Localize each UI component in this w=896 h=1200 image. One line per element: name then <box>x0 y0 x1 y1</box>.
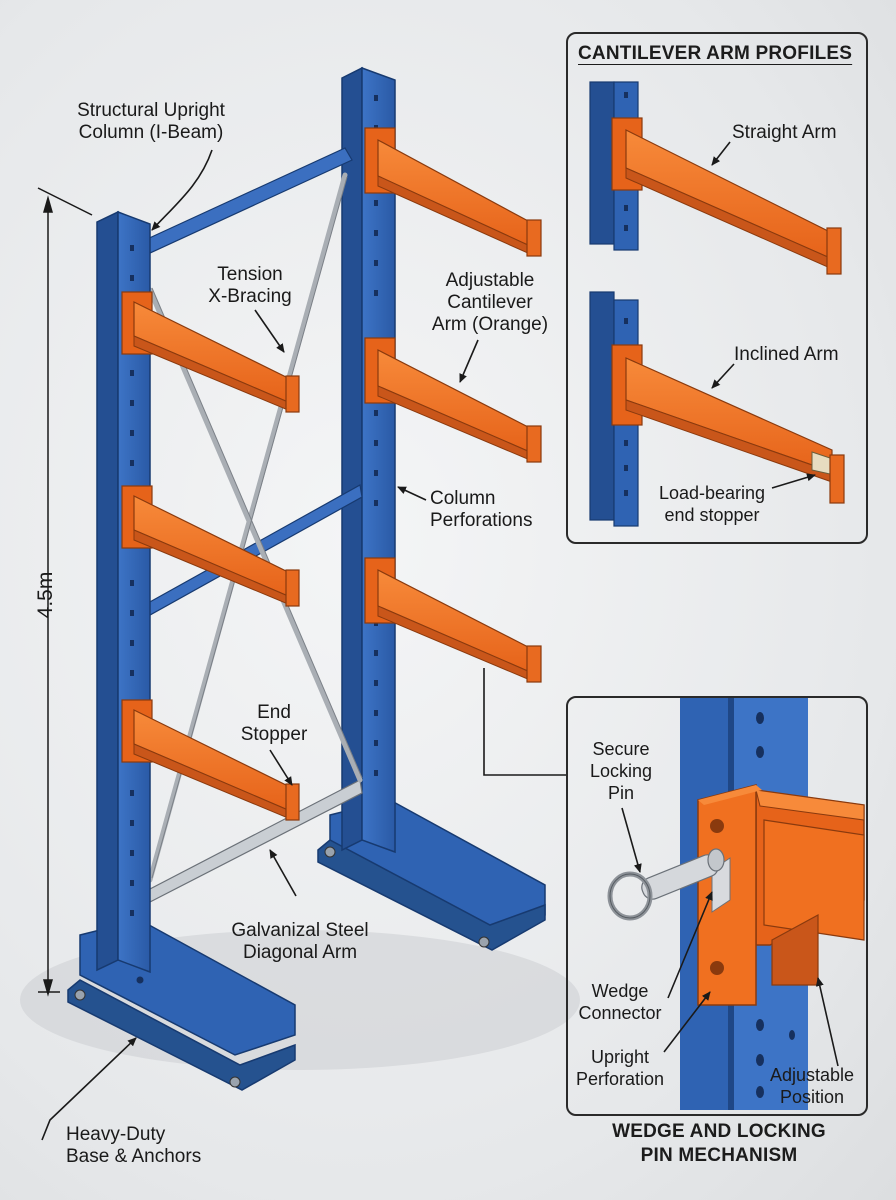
label-straight-arm: Straight Arm <box>732 122 837 143</box>
label-upright: Structural Upright Column (I-Beam) <box>77 100 225 143</box>
label-wedge-connector: Wedge Connector <box>578 981 662 1023</box>
arm-profiles-title: CANTILEVER ARM PROFILES <box>578 43 853 64</box>
back-arms <box>364 127 542 683</box>
label-upright-perforation: Upright Perforation <box>575 1047 665 1089</box>
label-inclined-arm: Inclined Arm <box>734 344 839 365</box>
arm-profiles-panel <box>566 32 868 544</box>
height-dimension <box>37 187 93 997</box>
straight-arm-drawing <box>589 81 842 275</box>
front-arms <box>121 291 300 821</box>
label-adjustable-position: Adjustable Position <box>769 1065 855 1107</box>
label-perforations: Column Perforations <box>430 488 533 531</box>
label-bracing: Tension X-Bracing <box>208 264 292 307</box>
detail-panel <box>566 696 868 1116</box>
front-upright <box>96 210 151 974</box>
detail-drawing <box>607 698 865 1110</box>
profile-leader-lines <box>711 141 816 489</box>
label-diagonal: Galvanizal Steel Diagonal Arm <box>231 920 369 963</box>
label-end-stopper: End Stopper <box>240 702 308 745</box>
inclined-arm-drawing <box>589 291 845 527</box>
detail-leader-lines <box>621 807 839 1067</box>
back-upright <box>341 66 396 854</box>
dimension-label: 4.5m <box>34 571 57 619</box>
label-locking-pin: Secure Locking Pin <box>589 739 653 803</box>
detail-panel-title: WEDGE AND LOCKING PIN MECHANISM <box>612 1121 826 1166</box>
locking-pin <box>607 848 725 921</box>
horizontal-brace-top <box>144 147 353 254</box>
label-end-stopper-profile: Load-bearing end stopper <box>658 483 766 525</box>
label-base: Heavy-Duty Base & Anchors <box>66 1124 202 1167</box>
leader-lines <box>41 149 568 1141</box>
label-arm: Adjustable Cantilever Arm (Orange) <box>431 270 549 335</box>
